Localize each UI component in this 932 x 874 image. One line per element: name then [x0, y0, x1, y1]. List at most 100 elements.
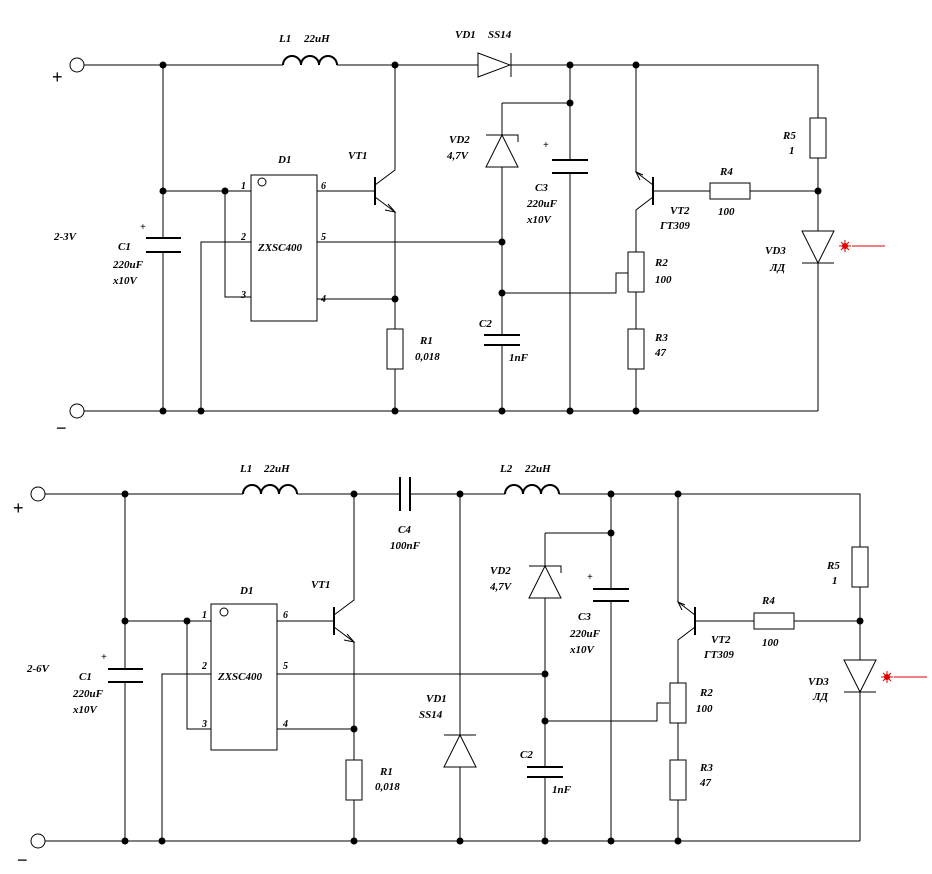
r3-ref: R3 — [699, 762, 713, 774]
d1-pin6: 6 — [283, 610, 288, 621]
r2-wiper-wire — [545, 702, 669, 722]
c2-value: 1nF — [509, 352, 529, 364]
r2-ref: R2 — [654, 257, 668, 269]
laser-beam-icon — [881, 671, 927, 683]
zener-vd2 — [528, 564, 562, 599]
capacitor-c2 — [527, 766, 563, 778]
r5-value: 1 — [789, 145, 795, 157]
capacitor-c4 — [399, 477, 411, 511]
transistor-vt2 — [676, 494, 696, 683]
capacitor-c1 — [146, 237, 181, 253]
r3-value: 47 — [654, 347, 667, 359]
d1-pin2-wire — [161, 673, 211, 841]
resistor-r5 — [809, 117, 827, 159]
vd1-ref: VD1 — [426, 693, 447, 705]
capacitor-c1 — [108, 668, 143, 683]
d1-pin2: 2 — [201, 661, 207, 672]
d1-pin2: 2 — [240, 232, 246, 243]
resistor-r4 — [753, 612, 795, 630]
c3-value: 220uF — [569, 628, 601, 640]
r2-wiper-wire — [502, 272, 628, 294]
d1-pin5: 5 — [283, 661, 288, 672]
vd3-ref: VD3 — [765, 245, 786, 257]
r1-value: 0,018 — [375, 781, 400, 793]
minus-sign: − — [17, 850, 28, 870]
l2-value: 22uH — [524, 463, 551, 475]
c3-plus: + — [587, 572, 593, 583]
diode-vd1 — [477, 52, 512, 78]
plus-terminal — [69, 57, 85, 73]
minus-terminal — [30, 833, 46, 849]
r2-value: 100 — [655, 274, 672, 286]
r1-ref: R1 — [379, 766, 393, 778]
vd3-value: ЛД — [769, 262, 786, 274]
d1-pin4: 4 — [282, 719, 288, 730]
ic-d1-pin1-marker — [219, 607, 229, 617]
resistor-r2 — [627, 251, 645, 293]
c2-ref: C2 — [520, 749, 533, 761]
vt2-ref: VT2 — [670, 205, 690, 217]
r4-value: 100 — [762, 637, 779, 649]
circuit-2: + − 2-6V L1 22uH C4 100nF L2 22uH VD1 SS… — [13, 463, 927, 870]
vt2-value: ГТ309 — [703, 649, 734, 661]
minus-sign: − — [56, 418, 67, 438]
resistor-r5 — [851, 546, 869, 588]
capacitor-c3 — [552, 159, 588, 174]
vt2-ref: VT2 — [711, 634, 731, 646]
vt1-ref: VT1 — [348, 150, 368, 162]
plus-sign: + — [13, 498, 24, 518]
l1-value: 22uH — [303, 33, 330, 45]
resistor-r1 — [386, 328, 404, 370]
d1-pin1: 1 — [202, 610, 207, 621]
minus-terminal — [69, 403, 85, 419]
resistor-r3 — [669, 759, 687, 801]
c1-value: 220uF — [112, 259, 144, 271]
resistor-r1 — [345, 759, 363, 801]
resistor-r3 — [627, 328, 645, 370]
c1-plus: + — [140, 222, 146, 233]
d1-pin3: 3 — [240, 290, 246, 301]
c2-value: 1nF — [552, 784, 572, 796]
d1-pin1-pin3-wire — [163, 190, 251, 298]
d1-pin1: 1 — [241, 181, 246, 192]
top-rail — [84, 64, 819, 118]
c2-ref: C2 — [479, 318, 492, 330]
ic-d1-pin1-marker — [257, 177, 267, 187]
capacitor-c3 — [593, 588, 629, 602]
capacitor-c2 — [484, 334, 520, 346]
laser-diode-vd3 — [801, 230, 835, 265]
r2-ref: R2 — [699, 687, 713, 699]
d1-part: ZXSC400 — [257, 242, 303, 254]
vd3-ref: VD3 — [808, 676, 829, 688]
l1-ref: L1 — [239, 463, 252, 475]
top-rail — [45, 493, 861, 547]
transistor-vt1 — [374, 65, 397, 329]
l1-ref: L1 — [278, 33, 291, 45]
vd1-ref: VD1 — [455, 29, 476, 41]
diode-vd1 — [443, 733, 477, 768]
vt1-ref: VT1 — [311, 579, 331, 591]
r4-ref: R4 — [761, 595, 775, 607]
vd2-ref: VD2 — [490, 565, 511, 577]
vd2-value: 4,7V — [446, 150, 470, 162]
d1-ref: D1 — [239, 585, 253, 597]
inductor-l2 — [504, 484, 560, 495]
junctions — [121, 490, 864, 845]
c1-value: 220uF — [72, 688, 104, 700]
plus-terminal — [30, 486, 46, 502]
zener-vd2 — [485, 133, 519, 168]
plus-sign: + — [52, 67, 63, 87]
d1-pin6: 6 — [321, 181, 326, 192]
c1-rating: x10V — [72, 704, 99, 716]
c4-value: 100nF — [390, 540, 421, 552]
c1-ref: C1 — [79, 671, 92, 683]
supply-voltage-label: 2-3V — [53, 231, 78, 243]
l1-value: 22uH — [263, 463, 290, 475]
d1-part: ZXSC400 — [217, 671, 263, 683]
inductor-l1 — [242, 484, 298, 495]
resistor-r2 — [669, 682, 687, 724]
d1-pin1-pin3-wire — [125, 620, 211, 730]
c3-rating: x10V — [526, 214, 553, 226]
c3-plus: + — [543, 140, 549, 151]
